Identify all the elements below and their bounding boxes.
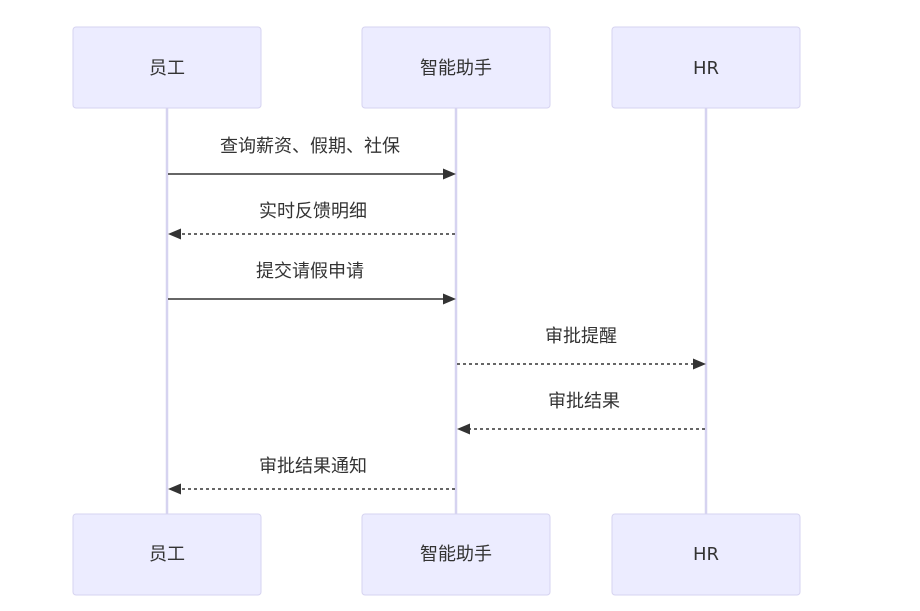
message-5-arrowhead — [457, 423, 470, 435]
message-1-arrowhead — [443, 168, 456, 180]
actor-bottom-employee-label: 员工 — [149, 544, 185, 565]
message-5-label: 审批结果 — [548, 391, 620, 412]
actor-top-hr-label: HR — [693, 58, 719, 79]
message-5: 审批结果 — [457, 391, 705, 435]
message-6: 审批结果通知 — [168, 456, 455, 495]
message-3: 提交请假申请 — [168, 261, 456, 305]
actor-bottom-employee: 员工 — [72, 513, 262, 596]
message-6-arrowhead — [168, 483, 181, 495]
actor-bottom-assistant: 智能助手 — [361, 513, 551, 596]
actor-bottom-assistant-label: 智能助手 — [420, 544, 492, 565]
message-2: 实时反馈明细 — [168, 201, 455, 240]
message-3-label: 提交请假申请 — [256, 261, 364, 282]
message-2-label: 实时反馈明细 — [259, 201, 367, 222]
message-3-arrowhead — [443, 293, 456, 305]
message-1: 查询薪资、假期、社保 — [168, 136, 456, 180]
actor-bottom-hr: HR — [611, 513, 801, 596]
message-4: 审批提醒 — [457, 326, 706, 370]
message-6-label: 审批结果通知 — [259, 456, 367, 477]
actor-top-hr: HR — [611, 26, 801, 109]
actor-bottom-hr-label: HR — [693, 544, 719, 565]
actor-top-assistant-label: 智能助手 — [420, 58, 492, 79]
message-1-label: 查询薪资、假期、社保 — [220, 136, 400, 157]
message-4-label: 审批提醒 — [545, 326, 617, 347]
actor-top-assistant: 智能助手 — [361, 26, 551, 109]
message-2-arrowhead — [168, 228, 181, 240]
actor-top-employee-label: 员工 — [149, 58, 185, 79]
actor-top-employee: 员工 — [72, 26, 262, 109]
message-4-arrowhead — [693, 358, 706, 370]
